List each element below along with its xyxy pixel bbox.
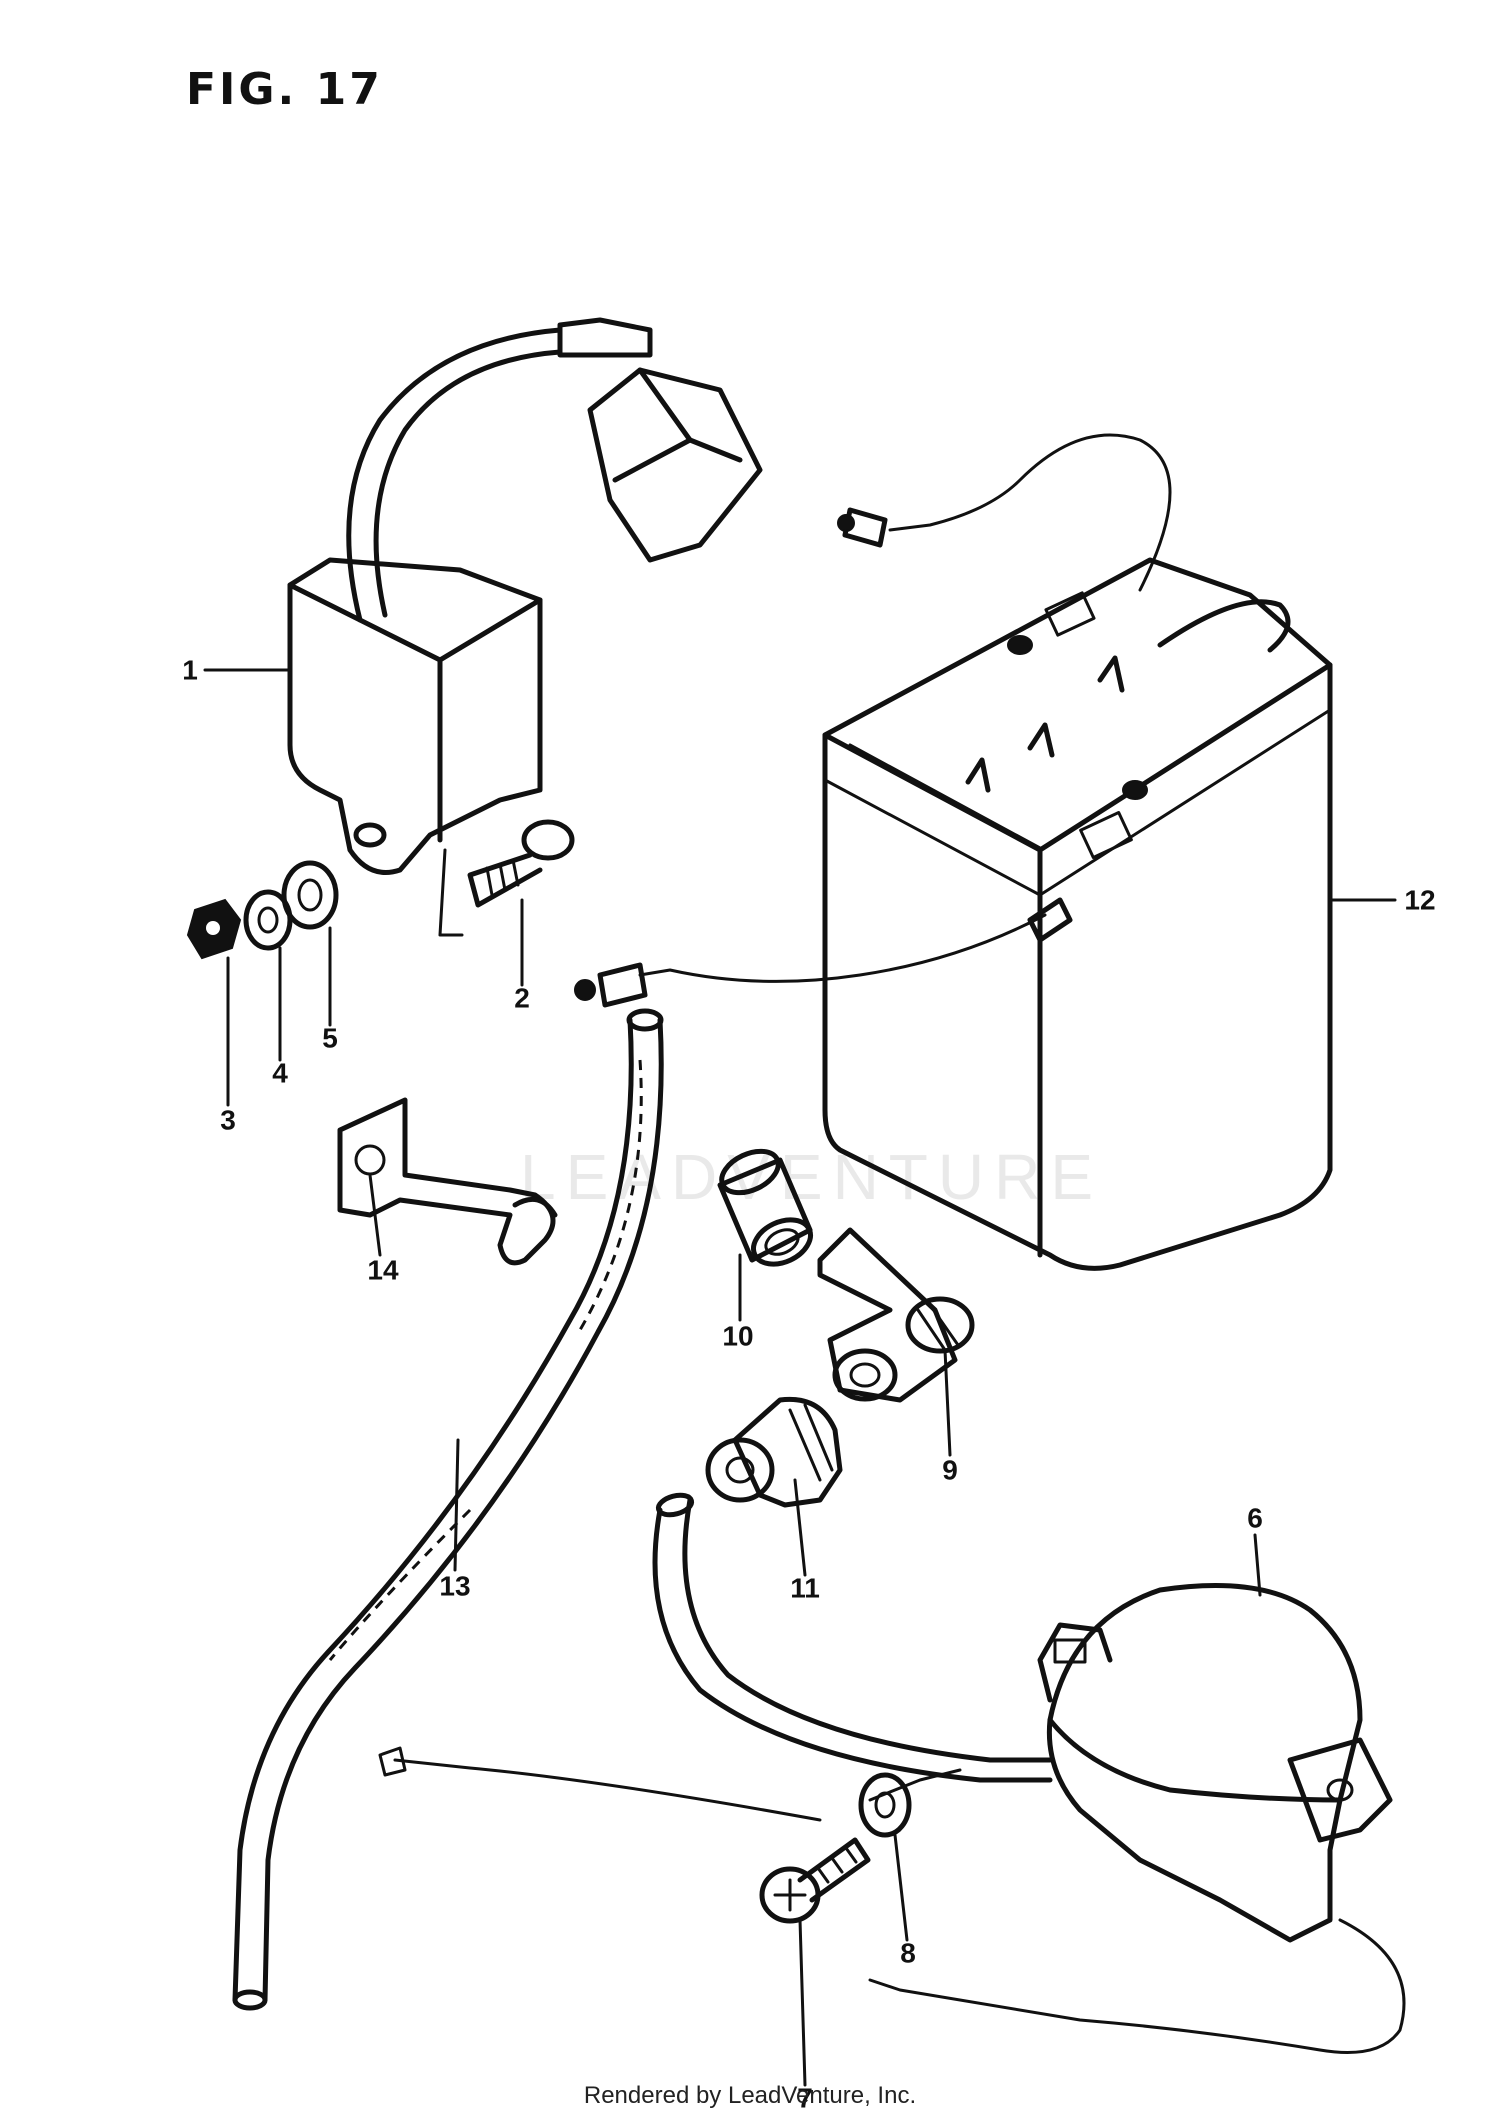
part-10-sleeve[interactable] bbox=[715, 1143, 817, 1273]
part-4-lock-washer[interactable] bbox=[243, 889, 293, 951]
leader-lines bbox=[203, 668, 1397, 2087]
part-13-vent-tube[interactable] bbox=[232, 1008, 664, 2011]
part-1-cdi-unit[interactable] bbox=[287, 317, 763, 875]
footer-credit: Rendered by LeadVenture, Inc. bbox=[583, 2082, 917, 2109]
label-1: 1 bbox=[182, 654, 198, 685]
label-9: 9 bbox=[942, 1454, 958, 1485]
part-11-boot[interactable] bbox=[705, 1396, 843, 1508]
figure-title: FIG. 17 bbox=[186, 64, 383, 115]
part-2-bolt[interactable] bbox=[438, 819, 575, 937]
ground-wire bbox=[378, 1746, 822, 1822]
part-7-screw[interactable] bbox=[759, 1837, 871, 1924]
label-13: 13 bbox=[439, 1570, 470, 1601]
part-12-battery[interactable] bbox=[574, 433, 1333, 1271]
label-14: 14 bbox=[367, 1254, 399, 1285]
label-4: 4 bbox=[272, 1057, 288, 1088]
label-3: 3 bbox=[220, 1104, 236, 1135]
label-10: 10 bbox=[722, 1320, 753, 1351]
part-6-ignition-coil[interactable] bbox=[652, 1492, 1406, 2054]
part-8-washer[interactable] bbox=[858, 1772, 912, 1838]
label-5: 5 bbox=[322, 1022, 338, 1053]
label-6: 6 bbox=[1247, 1502, 1263, 1533]
part-3-nut[interactable] bbox=[186, 898, 242, 960]
part-5-washer[interactable] bbox=[281, 860, 339, 930]
label-2: 2 bbox=[514, 982, 530, 1013]
part-labels: 1 2 3 4 5 6 7 8 9 10 11 12 13 14 bbox=[182, 654, 1435, 2113]
part-9-plug-cap[interactable] bbox=[817, 1227, 975, 1403]
label-7: 7 bbox=[797, 2082, 813, 2113]
label-11: 11 bbox=[790, 1572, 820, 1603]
label-12: 12 bbox=[1404, 884, 1435, 915]
label-8: 8 bbox=[900, 1937, 916, 1968]
